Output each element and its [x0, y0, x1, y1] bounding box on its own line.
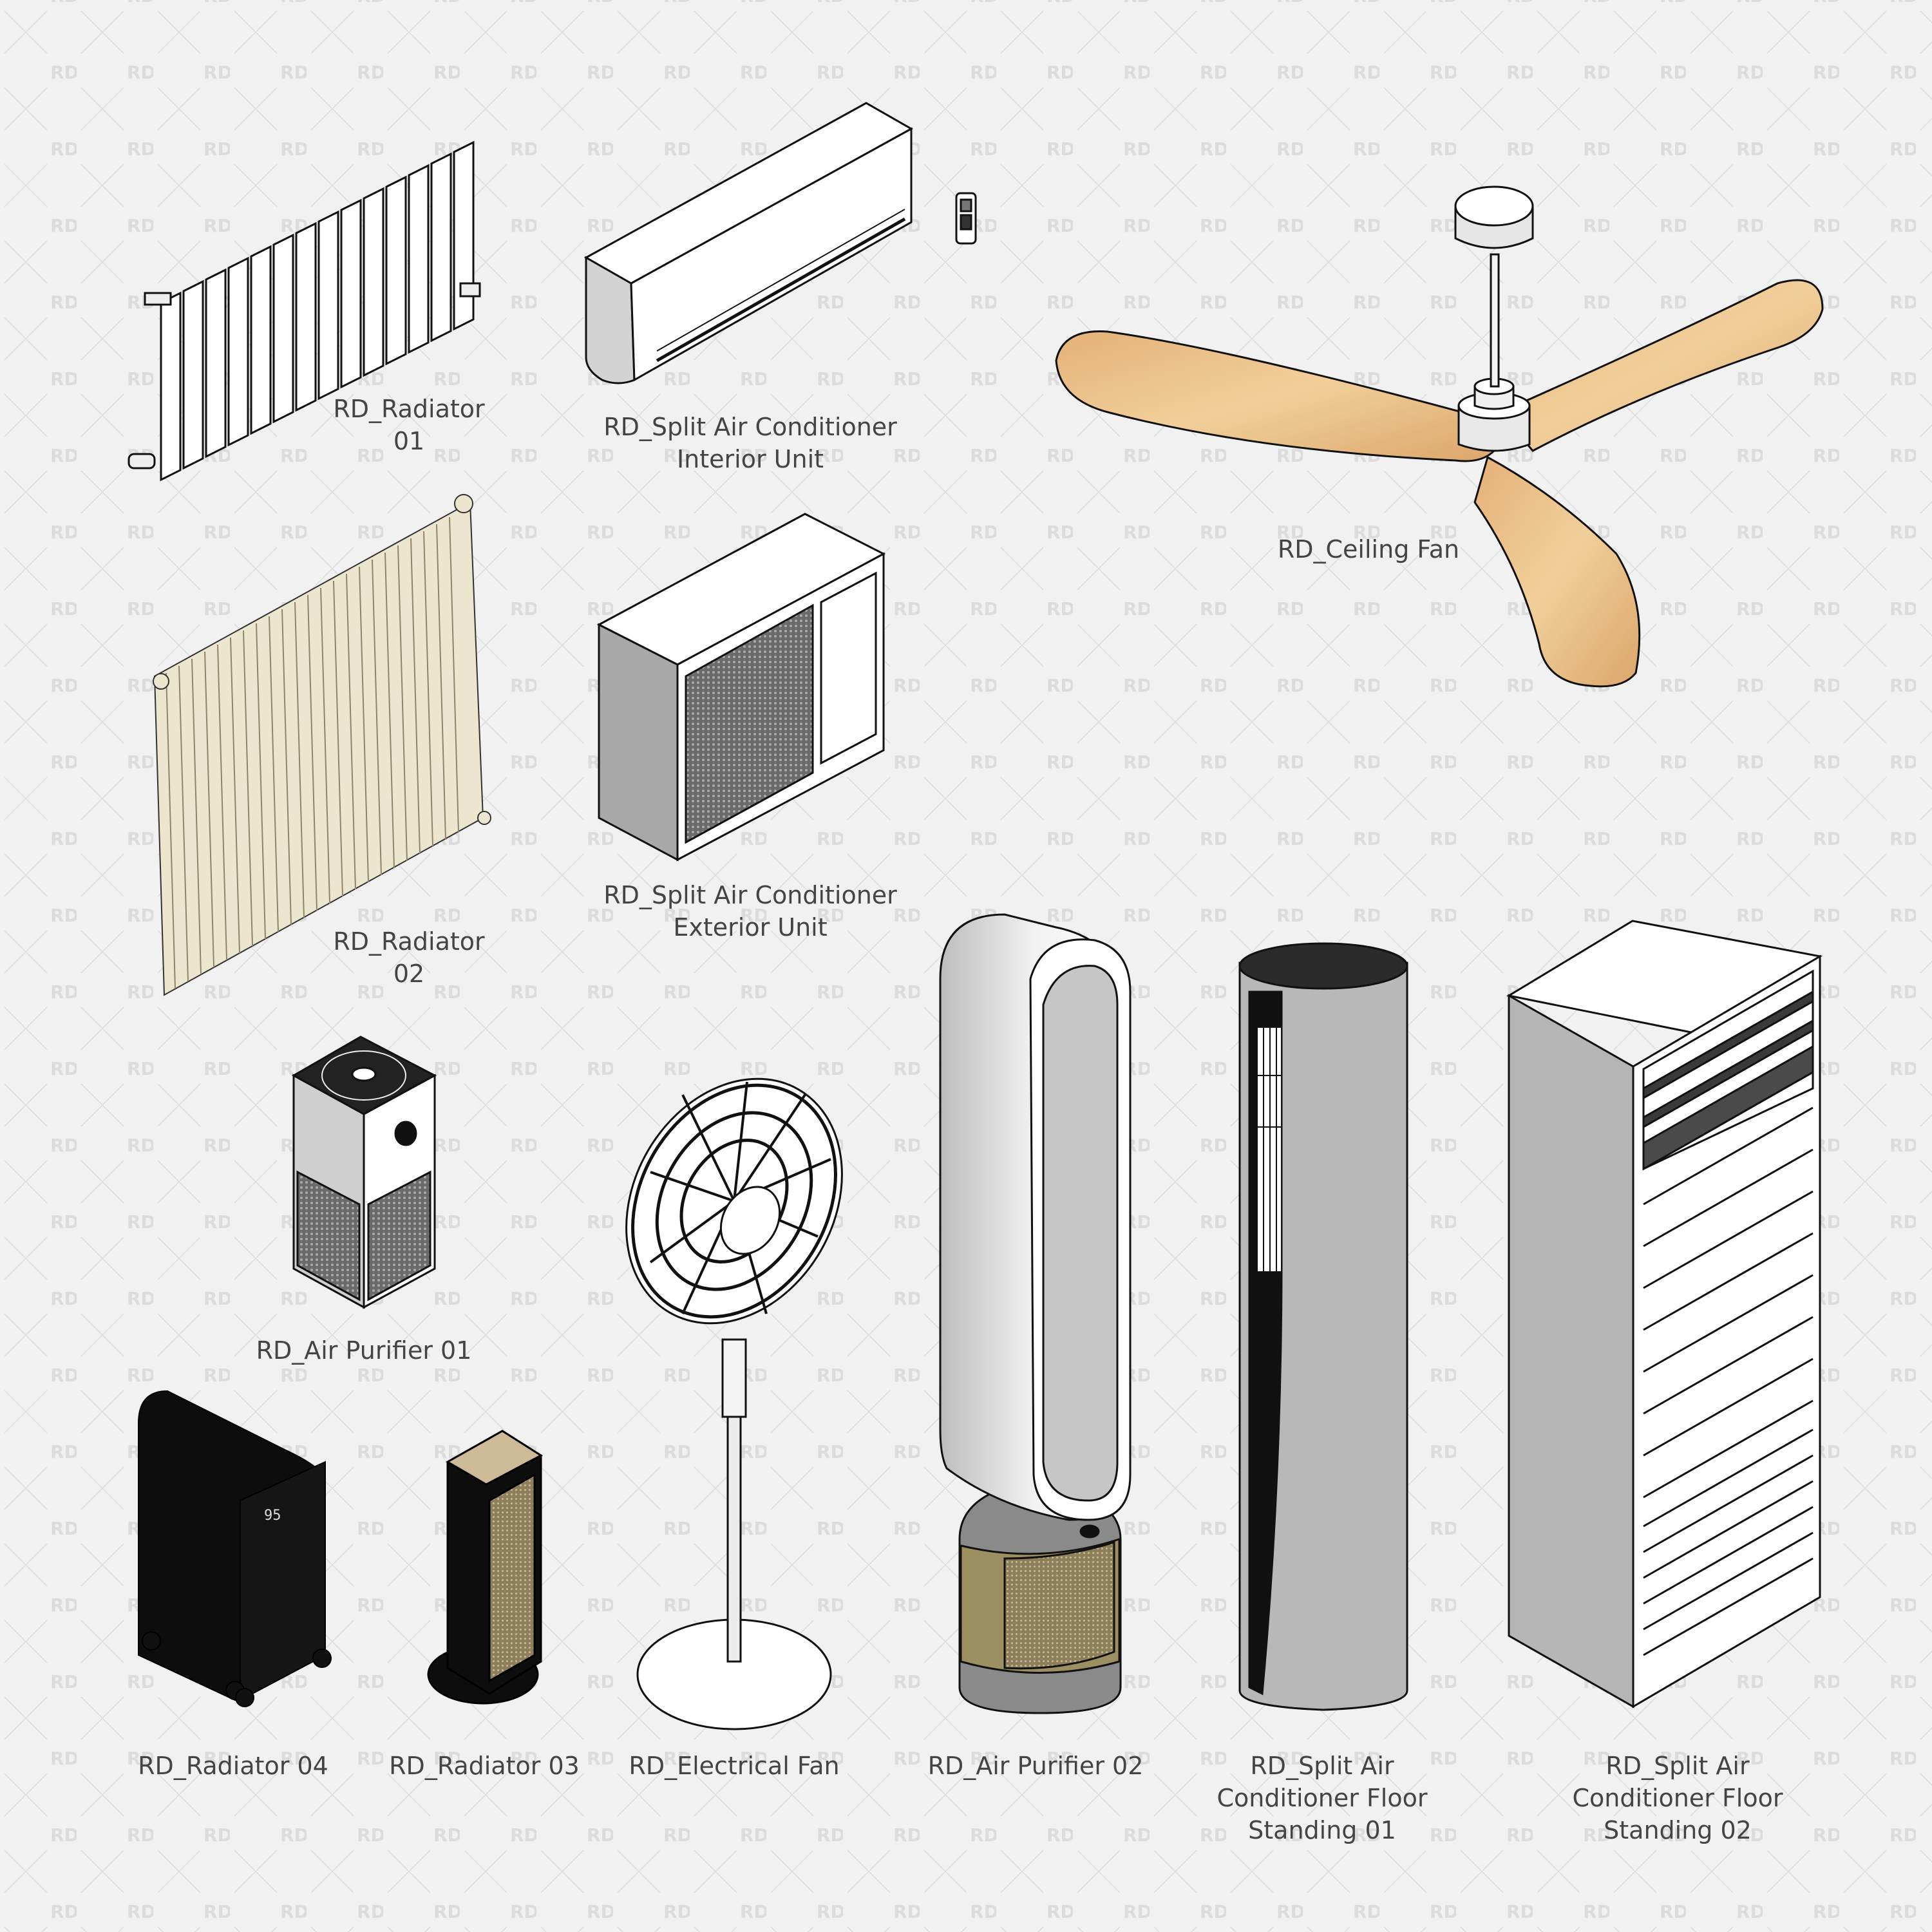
- split-ac-interior-illustration[interactable]: [583, 102, 977, 384]
- split-ac-floor-01-illustration[interactable]: [1238, 942, 1408, 1711]
- label-split-ac-floor-02: RD_Split Air Conditioner Floor Standing …: [1572, 1752, 1783, 1844]
- label-split-ac-floor-01: RD_Split Air Conditioner Floor Standing …: [1217, 1752, 1428, 1844]
- air-purifier-01-illustration[interactable]: [291, 1036, 437, 1309]
- radiator-04-display: 95: [264, 1508, 281, 1524]
- electrical-fan-illustration[interactable]: [583, 1039, 885, 1730]
- ac-remote-icon: [955, 192, 977, 245]
- label-split-ac-exterior: RD_Split Air Conditioner Exterior Unit: [603, 881, 897, 942]
- label-radiator-01: RD_Radiator 01: [333, 395, 485, 455]
- label-air-purifier-01: RD_Air Purifier 01: [256, 1336, 472, 1365]
- radiator-01-illustration[interactable]: [128, 140, 481, 482]
- radiator-04-illustration[interactable]: 95: [138, 1390, 332, 1707]
- label-air-purifier-02: RD_Air Purifier 02: [927, 1752, 1144, 1780]
- split-ac-floor-02-illustration[interactable]: [1506, 920, 1823, 1709]
- radiator-02-illustration[interactable]: [153, 494, 491, 996]
- radiator-03-illustration[interactable]: [427, 1430, 543, 1705]
- label-radiator-04: RD_Radiator 04: [138, 1752, 328, 1780]
- label-ceiling-fan: RD_Ceiling Fan: [1277, 535, 1460, 564]
- label-radiator-02: RD_Radiator 02: [333, 927, 485, 988]
- label-radiator-03: RD_Radiator 03: [389, 1752, 580, 1780]
- split-ac-exterior-illustration[interactable]: [596, 513, 886, 862]
- ceiling-fan-illustration[interactable]: [1055, 185, 1824, 688]
- air-purifier-02-illustration[interactable]: [939, 913, 1132, 1714]
- label-split-ac-interior: RD_Split Air Conditioner Interior Unit: [603, 413, 897, 473]
- label-electrical-fan: RD_Electrical Fan: [629, 1752, 840, 1780]
